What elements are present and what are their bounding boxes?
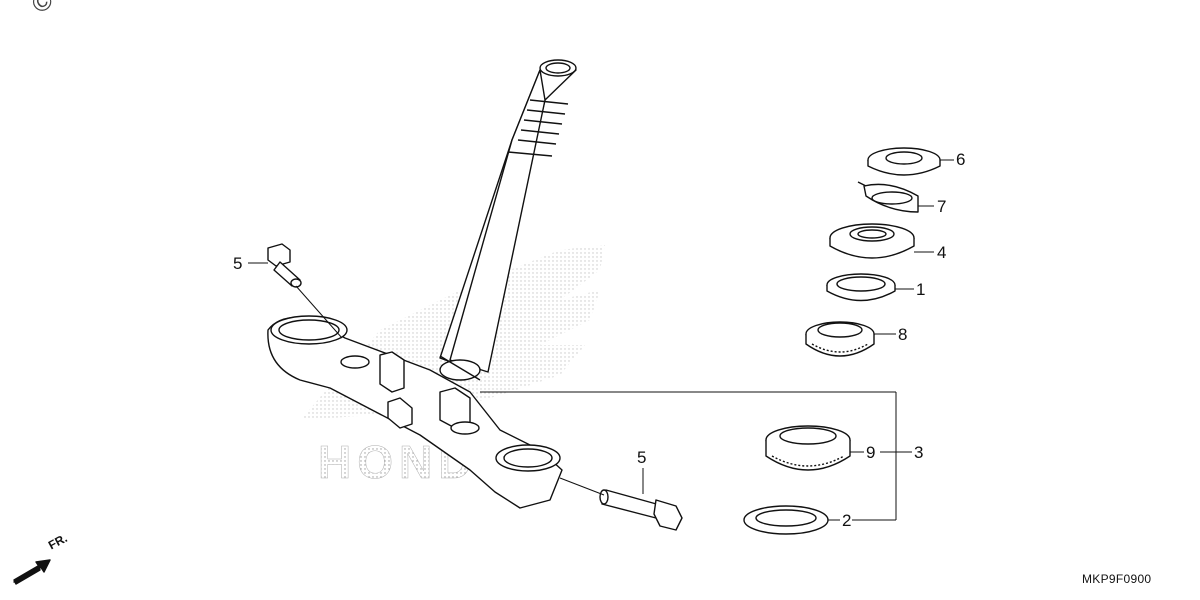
leader-lines — [248, 159, 954, 521]
part-9-lower-bearing — [765, 425, 851, 471]
callout-2: 2 — [842, 511, 852, 530]
front-arrow-icon — [13, 559, 51, 585]
bolt-bottom — [599, 489, 683, 531]
callout-4: 4 — [937, 243, 947, 262]
part-6-lock-nut — [867, 147, 941, 176]
steering-stem-shaft — [439, 59, 577, 373]
callout-8: 8 — [898, 325, 908, 344]
part-7-lock-washer — [857, 181, 919, 213]
callout-5-left: 5 — [233, 254, 243, 273]
part-1-dust-seal — [826, 273, 896, 302]
diagram-code: MKP9F0900 — [1082, 572, 1152, 586]
part-2-dust-seal — [743, 505, 829, 535]
part-4-adjusting-nut — [829, 223, 915, 259]
callout-3: 3 — [914, 443, 924, 462]
callout-6: 6 — [956, 150, 966, 169]
bottom-bridge — [267, 315, 563, 509]
bolt-left — [267, 243, 302, 288]
callout-9: 9 — [866, 443, 876, 462]
part-8-upper-bearing — [805, 321, 875, 357]
callout-5-bottom: 5 — [637, 448, 647, 467]
callout-7: 7 — [937, 197, 947, 216]
callout-1: 1 — [916, 280, 926, 299]
